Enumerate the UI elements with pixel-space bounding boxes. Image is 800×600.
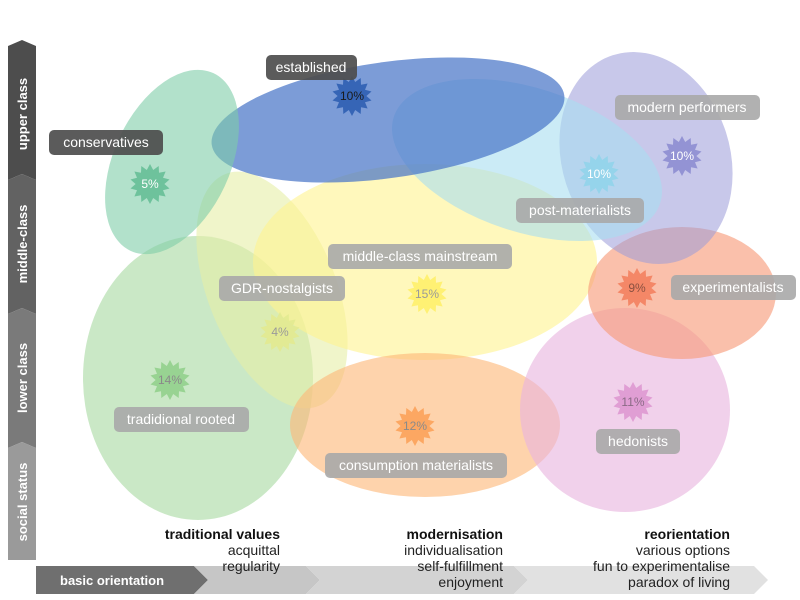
- badge-modern-performers: 10%: [662, 136, 702, 176]
- orientation-line: paradox of living: [628, 574, 730, 590]
- starburst-icon: [395, 406, 435, 446]
- blob-established: [211, 57, 565, 183]
- starburst-icon: [662, 136, 702, 176]
- y-axis-segment-middle: [8, 174, 36, 314]
- y-axis-segment-status: [8, 442, 36, 560]
- starburst-icon: [579, 154, 619, 194]
- starburst-icon: [332, 76, 372, 116]
- share-modern-performers: 10%: [670, 149, 694, 163]
- share-hedonists: 11%: [621, 395, 644, 409]
- badge-established: 10%: [332, 76, 372, 116]
- label-gdr-nostalgists: GDR-nostalgists: [231, 280, 333, 296]
- starburst-icon: [130, 164, 170, 204]
- x-axis: basic orientation: [36, 566, 768, 594]
- share-traditional-rooted: 14%: [158, 373, 182, 387]
- label-traditional-rooted: tradidional rooted: [127, 411, 235, 427]
- y-axis-segment-upper: [8, 40, 36, 180]
- x-axis-segment-4: [514, 566, 768, 594]
- label-experimentalists: experimentalists: [682, 279, 783, 295]
- share-middle-class-mainstream: 15%: [415, 287, 439, 301]
- starburst-icon: [150, 360, 190, 400]
- y-axis-segment-lower: [8, 308, 36, 448]
- orientation-line: self-fulfillment: [417, 558, 503, 574]
- milieu-labels: established conservatives modern perform…: [49, 55, 796, 478]
- blob-conservatives: [105, 69, 239, 255]
- starburst-icon: [613, 382, 653, 422]
- orientation-heading: reorientation: [644, 526, 730, 542]
- label-conservatives: conservatives: [63, 134, 149, 150]
- label-modern-performers: modern performers: [627, 99, 746, 115]
- share-gdr-nostalgists: 4%: [271, 325, 289, 339]
- share-consumption-materialists: 12%: [403, 419, 427, 433]
- orientation-heading: modernisation: [406, 526, 503, 542]
- x-axis-title: basic orientation: [60, 573, 164, 588]
- x-axis-segment-1: [36, 566, 208, 594]
- label-post-materialists: post-materialists: [529, 202, 631, 218]
- y-axis-level-upper: upper class: [15, 78, 30, 150]
- orientation-line: enjoyment: [438, 574, 503, 590]
- y-axis-level-lower: lower class: [15, 343, 30, 413]
- orientation-traditional-values: traditional values acquittal regularity: [165, 526, 280, 574]
- orientation-line: fun to experimentalise: [593, 558, 730, 574]
- badge-hedonists: 11%: [613, 382, 653, 422]
- label-established: established: [276, 59, 347, 75]
- starburst-icon: [407, 274, 447, 314]
- y-axis: upper class middle-class lower class soc…: [8, 40, 36, 560]
- x-axis-segment-3: [306, 566, 528, 594]
- orientation-line: regularity: [222, 558, 280, 574]
- badge-conservatives: 5%: [130, 164, 170, 204]
- badge-middle-class-mainstream: 15%: [407, 274, 447, 314]
- orientation-modernisation: modernisation individualisation self-ful…: [404, 526, 503, 590]
- starburst-icon: [617, 268, 657, 308]
- badge-gdr-nostalgists: 4%: [260, 312, 300, 352]
- label-consumption-materialists: consumption materialists: [339, 457, 493, 473]
- share-badges: 10% 5% 10% 10% 15% 4% 14% 12%: [130, 76, 702, 446]
- orientation-line: individualisation: [404, 542, 503, 558]
- orientation-line: various options: [635, 542, 730, 558]
- share-established: 10%: [340, 89, 364, 103]
- starburst-icon: [260, 312, 300, 352]
- label-middle-class-mainstream: middle-class mainstream: [343, 248, 498, 264]
- badge-experimentalists: 9%: [617, 268, 657, 308]
- x-axis-segment-2: [194, 566, 320, 594]
- y-axis-title: social status: [15, 463, 30, 542]
- share-conservatives: 5%: [141, 177, 159, 191]
- share-experimentalists: 9%: [628, 281, 646, 295]
- y-axis-level-middle: middle-class: [15, 205, 30, 284]
- share-post-materialists: 10%: [587, 167, 611, 181]
- badge-post-materialists: 10%: [579, 154, 619, 194]
- orientation-line: acquittal: [227, 542, 280, 558]
- badge-traditional-rooted: 14%: [150, 360, 190, 400]
- badge-consumption-materialists: 12%: [395, 406, 435, 446]
- label-hedonists: hedonists: [608, 433, 668, 449]
- orientation-reorientation: reorientation various options fun to exp…: [593, 526, 730, 590]
- orientation-heading: traditional values: [164, 526, 280, 542]
